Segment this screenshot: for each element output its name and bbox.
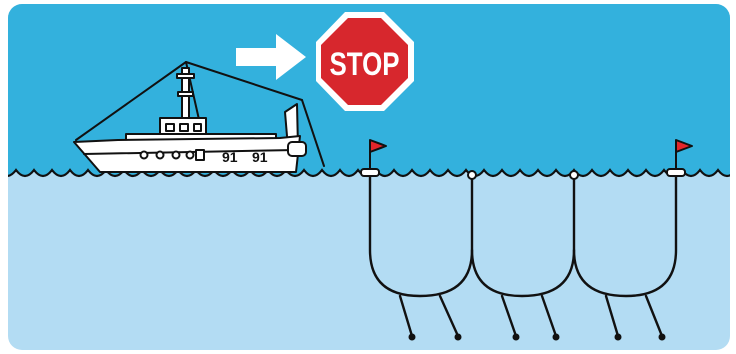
stop-sign-text: STOP [330,46,400,82]
hull-number-1: 91 [222,149,238,165]
hull-number-2: 91 [252,149,268,165]
